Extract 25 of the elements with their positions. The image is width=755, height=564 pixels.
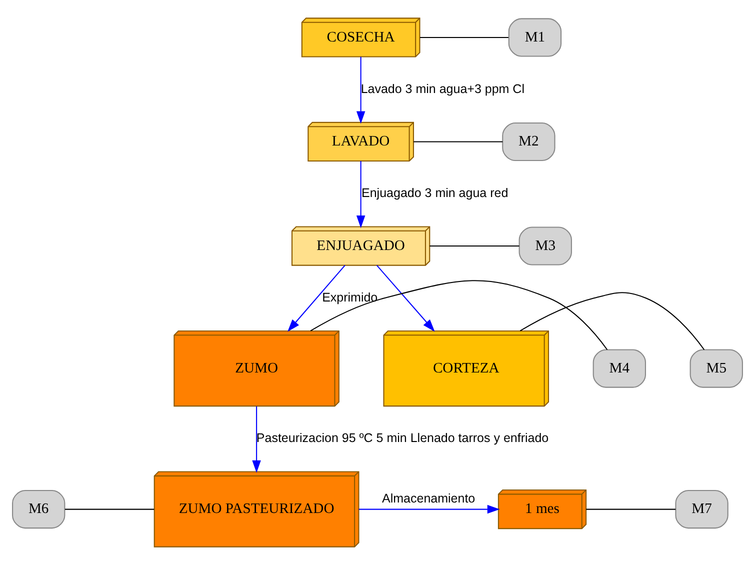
edge-label: Almacenamiento	[382, 491, 476, 506]
node-box: M4	[592, 348, 646, 388]
arrow	[376, 264, 435, 332]
node-box: M1	[508, 18, 562, 56]
connector	[586, 508, 676, 510]
edge-label: Exprimido	[322, 290, 378, 304]
arrow	[358, 504, 500, 514]
node-box: M5	[690, 348, 743, 388]
node-box: M7	[675, 490, 728, 528]
node-box: M3	[518, 226, 572, 265]
edge-label: Enjuagado 3 min agua red	[362, 186, 508, 200]
connector	[420, 36, 508, 38]
connector	[414, 140, 503, 142]
connector	[430, 244, 520, 246]
edge-label: Pasteurizacion 95 ºC 5 min Llenado tarros y enfriado	[256, 430, 549, 445]
edge-label: Lavado 3 min agua+3 ppm Cl	[360, 81, 524, 96]
arrow	[252, 406, 261, 472]
arrow	[288, 264, 346, 332]
arrow	[356, 160, 366, 228]
arrow	[356, 56, 366, 124]
connector	[520, 292, 705, 350]
connector	[310, 280, 608, 350]
node-box: M2	[502, 122, 556, 161]
node-box: M6	[12, 490, 66, 528]
connector	[65, 508, 154, 510]
